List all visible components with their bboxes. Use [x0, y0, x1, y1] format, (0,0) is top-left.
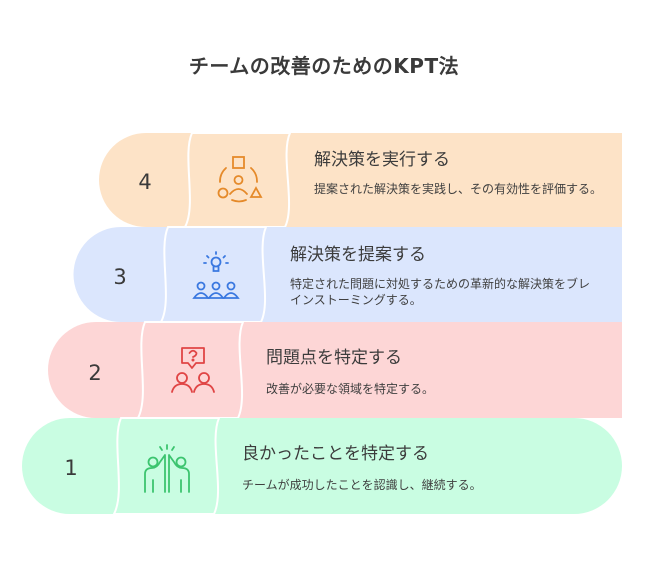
step-4-number: 4	[138, 170, 152, 194]
step-2-description: 改善が必要な領域を特定する。	[266, 382, 435, 396]
high-five-icon	[144, 444, 190, 493]
brainstorm-group-icon	[192, 251, 240, 299]
step-1-icon-panel	[112, 417, 221, 515]
step-2-title: 問題点を特定する	[266, 348, 402, 368]
step-1-band	[22, 418, 622, 514]
step-1-number: 1	[64, 456, 78, 480]
step-4-title: 解決策を実行する	[314, 150, 450, 170]
step-3-icon-panel	[159, 226, 268, 323]
step-2-number: 2	[88, 361, 102, 385]
step-3-description: 特定された問題に対処するための革新的な解決策をブレインストーミングする。	[290, 277, 591, 307]
diagram-title: チームの改善のためのKPT法	[188, 54, 460, 78]
step-3-title: 解決策を提案する	[290, 245, 426, 265]
step-1-description: チームが成功したことを認識し、継続する。	[242, 478, 482, 492]
shapes-cycle-icon	[217, 156, 263, 203]
step-1-title: 良かったことを特定する	[242, 444, 429, 464]
question-people-icon	[171, 347, 215, 393]
step-2-icon-panel	[136, 321, 245, 419]
step-2-band	[48, 322, 622, 418]
step-3-number: 3	[113, 265, 127, 289]
step-4-icon-panel	[183, 132, 292, 228]
step-4-description: 提案された解決策を実践し、その有効性を評価する。	[314, 182, 603, 196]
